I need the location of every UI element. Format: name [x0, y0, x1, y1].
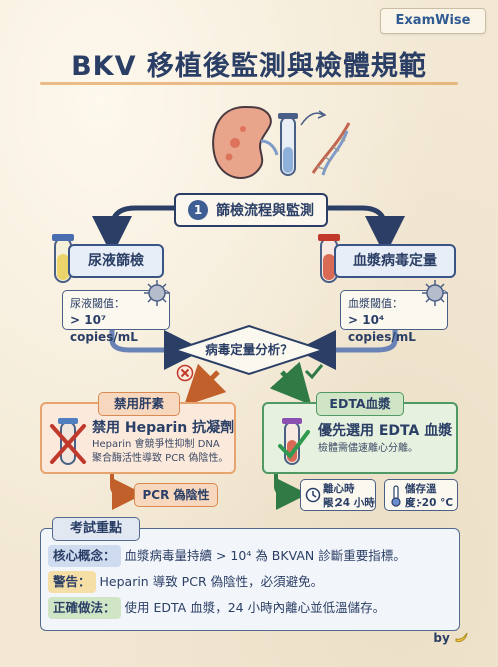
page-title: BKV 移植後監測與檢體規範 [71, 51, 427, 82]
arrow-urine-to-decision [109, 330, 204, 370]
exam-row-text: Heparin 導致 PCR 偽陰性，必須避免。 [99, 574, 324, 589]
storage-temp-value: < -20 °C [405, 497, 454, 509]
arrow-to-urine [92, 205, 174, 256]
edta-tag: EDTA血漿 [316, 392, 404, 416]
heparin-desc-line2: 聚合酶活性導致 PCR 偽陰性。 [92, 453, 229, 464]
arrow-to-pcr-false-negative [110, 474, 144, 510]
plasma-threshold-label: 血漿閾值： [348, 297, 403, 310]
exam-row-text: 使用 EDTA 血漿，24 小時內離心並低溫儲存。 [124, 600, 386, 615]
decision-label: 病毒定量分析？ [205, 342, 293, 357]
footer-by-text: by [433, 631, 450, 645]
arrow-to-storage [274, 474, 308, 510]
step-1-box: 1 篩檢流程與監測 [174, 193, 328, 227]
dna-icon [311, 122, 351, 176]
urine-threshold-label: 尿液閾值： [70, 297, 125, 310]
footer-credit: by [433, 630, 468, 645]
exam-row-core-concept: 核心概念：血漿病毒量持續 > 10⁴ 為 BKVAN 診斷重要指標。 [48, 545, 406, 567]
edta-desc: 檢體需儘速離心分離。 [318, 443, 418, 454]
heparin-tag: 禁用肝素 [98, 392, 180, 416]
virus-icon [422, 280, 448, 306]
heparin-heading: 禁用 Heparin 抗凝劑 [92, 420, 235, 436]
arrow-to-heparin [183, 363, 227, 407]
plasma-quantification-box: 血漿病毒定量 [334, 244, 456, 278]
urine-threshold-value: > 10⁷ copies/mL [70, 313, 138, 344]
centrifuge-time-card: 離心時限： < 24 小時 [300, 479, 376, 511]
urine-tube-icon [52, 234, 74, 283]
exam-key-points-tag: 考試重點 [52, 517, 140, 541]
edta-heading: 優先選用 EDTA 血漿 [318, 423, 453, 439]
exam-row-key: 正確做法： [48, 597, 121, 619]
exam-row-correct-practice: 正確做法：使用 EDTA 血漿，24 小時內離心並低溫儲存。 [48, 597, 385, 619]
check-icon [304, 364, 324, 380]
heparin-desc-line1: Heparin 會競爭性抑制 DNA [92, 439, 220, 450]
brand-badge: ExamWise [380, 8, 486, 34]
plasma-threshold-value: > 10⁴ copies/mL [348, 313, 416, 344]
arrow-to-plasma [324, 205, 405, 256]
thermometer-icon [391, 485, 401, 507]
virus-icon [144, 280, 170, 306]
exam-row-key: 核心概念： [48, 545, 121, 567]
step-number-badge: 1 [188, 200, 208, 220]
storage-temp-card: 儲存溫度： < -20 °C [384, 479, 458, 511]
no-heparin-tube-icon [50, 418, 86, 465]
kidney-tube-dna-illustration [212, 105, 351, 179]
arrow-to-edta [269, 361, 312, 405]
kidney-icon [212, 105, 279, 179]
edta-tube-icon [278, 418, 310, 465]
centrifuge-time-value: < 24 小時 [323, 497, 375, 509]
step-1-label: 篩檢流程與監測 [216, 203, 314, 219]
title-underline [40, 82, 458, 85]
urine-screening-box: 尿液篩檢 [68, 244, 164, 278]
arrow-plasma-to-decision [296, 330, 398, 370]
exam-row-key: 警告： [48, 571, 96, 593]
pcr-false-negative-result: PCR 偽陰性 [134, 483, 218, 507]
storage-temp-label: 儲存溫度： [405, 483, 437, 509]
test-tube-icon [278, 113, 298, 176]
cross-circle-icon [176, 364, 194, 382]
banana-icon [455, 632, 468, 643]
exam-row-warning: 警告：Heparin 導致 PCR 偽陰性，必須避免。 [48, 571, 323, 593]
centrifuge-time-label: 離心時限： [323, 483, 355, 509]
clock-icon [305, 487, 321, 503]
exam-row-text: 血漿病毒量持續 > 10⁴ 為 BKVAN 診斷重要指標。 [124, 548, 406, 563]
